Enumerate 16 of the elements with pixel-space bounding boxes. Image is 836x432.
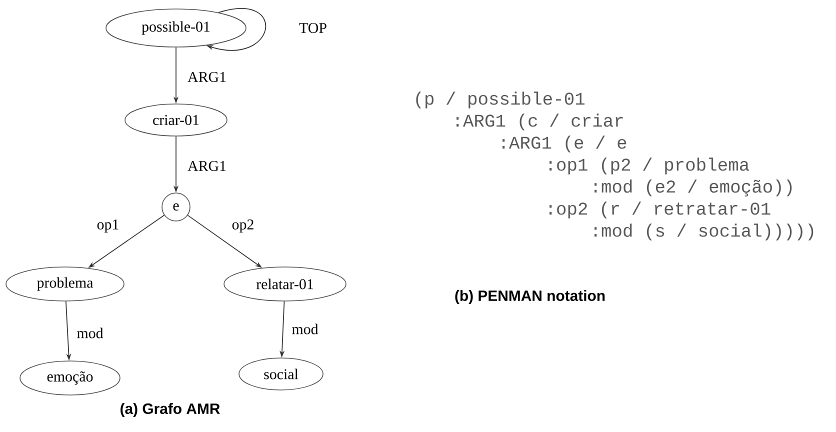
code-line: :ARG1 (e / e [502,136,626,152]
code-line: :ARG1 (c / criar [456,114,623,130]
edge-label: mod [76,326,104,340]
edge-label: TOP [298,22,328,34]
code-line: :mod (s / social))))) [594,224,814,240]
code-line: :op2 (r / retratar-01 [550,202,770,218]
caption: (a) Grafo AMR [120,403,220,417]
code-line: (p / possible-01 [416,92,584,108]
edge-label: ARG1 [186,70,228,84]
edge-label: op2 [230,218,256,234]
code-line: :op1 (p2 / problema [550,158,750,174]
caption: (b) PENMAN notation [455,290,605,304]
edge-label: ARG1 [186,160,228,172]
edge-label: mod [290,322,320,336]
code-line: :mod (e2 / emoção)) [594,180,792,196]
edge-label: op1 [96,218,120,234]
